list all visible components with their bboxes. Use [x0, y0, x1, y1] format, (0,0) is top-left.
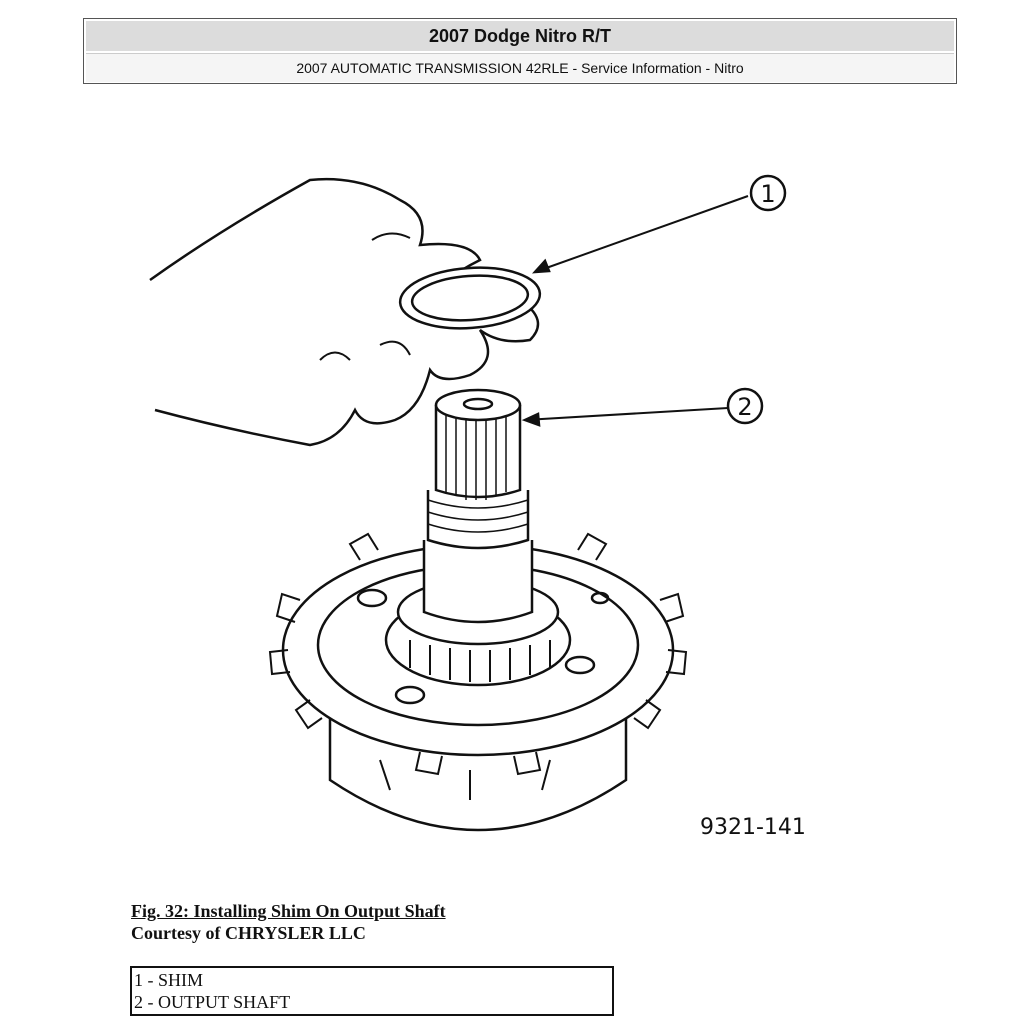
- document-header: 2007 Dodge Nitro R/T 2007 AUTOMATIC TRAN…: [83, 18, 957, 84]
- callout-1: [749, 174, 787, 212]
- legend-table: 1 - SHIM 2 - OUTPUT SHAFT: [130, 966, 614, 1016]
- leader-line-2: [524, 407, 729, 421]
- figure-number: 9321-141: [700, 815, 806, 840]
- figure-caption: Fig. 32: Installing Shim On Output Shaft: [131, 901, 446, 921]
- output-shaft: [422, 388, 534, 624]
- callout-2-label: 2: [737, 393, 752, 421]
- hand: [149, 177, 540, 447]
- document-title: 2007 Dodge Nitro R/T: [86, 21, 954, 51]
- callout-1-label: 1: [760, 180, 775, 208]
- document-subtitle: 2007 AUTOMATIC TRANSMISSION 42RLE - Serv…: [86, 53, 954, 82]
- leader-line-1: [534, 195, 749, 273]
- figure-caption-block: Fig. 32: Installing Shim On Output Shaft…: [131, 900, 446, 944]
- courtesy-line: Courtesy of CHRYSLER LLC: [131, 923, 366, 943]
- shim-installation-illustration: 1 2: [149, 174, 787, 832]
- legend-item: 2 - OUTPUT SHAFT: [134, 992, 291, 1012]
- callout-2: [726, 387, 764, 425]
- legend-item: 1 - SHIM: [134, 970, 204, 990]
- shim: [398, 266, 542, 330]
